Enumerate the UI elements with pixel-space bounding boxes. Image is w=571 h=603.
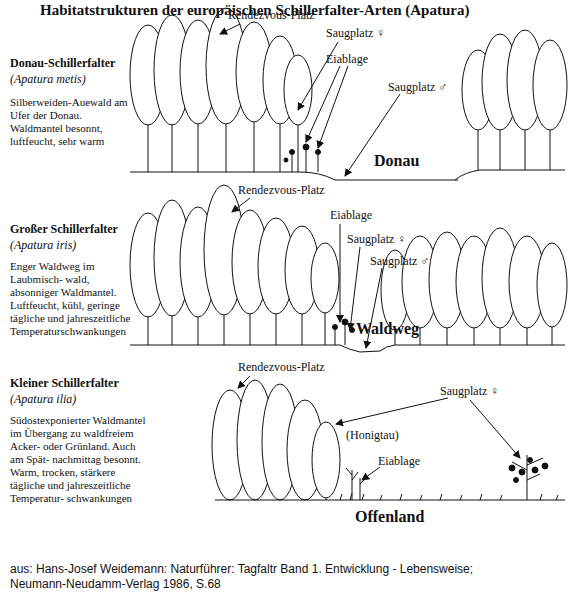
site-label: Saugplatz ♀ (326, 26, 385, 41)
site-label: Rendezvous-Platz (238, 360, 325, 375)
site-label: Saugplatz ♂ (370, 254, 429, 269)
site-label: Eiablage (378, 454, 420, 469)
site-label: Eiablage (326, 52, 368, 67)
species-latin: (Apatura iris) (10, 238, 76, 253)
habitat-name: Waldweg (356, 320, 419, 338)
source-caption: aus: Hans-Josef Weidemann: Naturführer: … (10, 562, 530, 592)
site-label: Rendezvous-Platz (228, 8, 315, 23)
site-label: Eiablage (330, 208, 372, 223)
site-label: Saugplatz ♀ (440, 384, 499, 399)
species-latin: (Apatura metis) (10, 72, 86, 87)
species-name: Donau-Schillerfalter (10, 56, 115, 71)
habitat-name: Offenland (355, 508, 424, 526)
habitat-name: Donau (374, 152, 419, 170)
habitat-description: Enger Waldweg im Laubmisch- wald, absonn… (10, 260, 138, 338)
species-name: Großer Schillerfalter (10, 222, 118, 237)
site-label: Rendezvous-Platz (238, 183, 325, 198)
species-latin: (Apatura ilia) (10, 392, 76, 407)
habitat-description: Silberweiden-Auewald am Ufer der Donau. … (10, 96, 132, 148)
site-label: Saugplatz ♂ (388, 80, 447, 95)
site-label: Saugplatz ♀ (347, 232, 406, 247)
habitat-description: Südostexponierter Waldmantel im Übergang… (10, 414, 146, 505)
species-name: Kleiner Schillerfalter (10, 376, 119, 391)
site-label: (Honigtau) (346, 428, 399, 443)
